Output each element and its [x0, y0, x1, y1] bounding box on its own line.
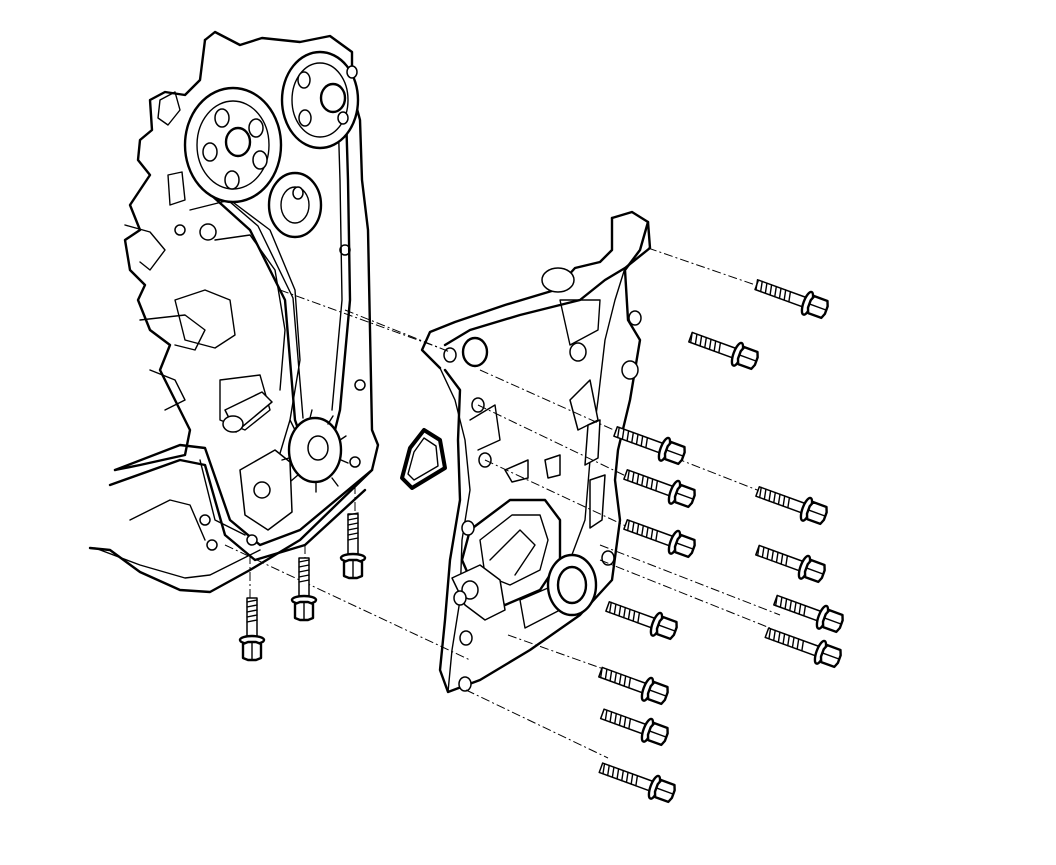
flange-bolt [599, 708, 669, 747]
flange-bolt [605, 601, 678, 641]
alignment-lines [224, 247, 781, 759]
chain-case-cover [420, 210, 652, 694]
flange-bolt [773, 594, 844, 634]
flange-bolt [613, 426, 686, 466]
flange-bolt [598, 762, 676, 804]
flange-bolt [623, 469, 696, 509]
crankshaft-sprocket [281, 409, 349, 493]
engine-block [88, 30, 380, 594]
flange-bolt [755, 486, 828, 526]
flange-bolt [598, 666, 669, 706]
flange-bolt [764, 627, 842, 669]
flange-bolt [754, 279, 829, 320]
o-ring [400, 428, 447, 490]
flange-bolt [623, 519, 696, 559]
flange-bolt [290, 557, 318, 622]
flange-bolt [688, 331, 759, 371]
flange-bolt [755, 544, 826, 584]
flange-bolt [238, 597, 266, 662]
camshaft-sprocket [183, 50, 360, 239]
flange-bolts [238, 279, 844, 804]
flange-bolt [339, 512, 367, 580]
